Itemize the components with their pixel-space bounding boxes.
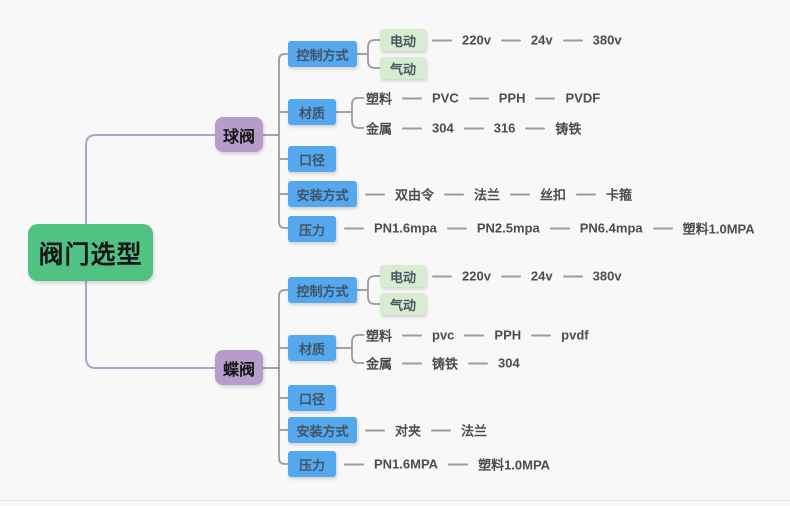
node-bf-pneumatic[interactable]: 气动 bbox=[380, 293, 426, 315]
node-ball-control-mode[interactable]: 控制方式 bbox=[288, 41, 357, 67]
node-bf-304[interactable]: 304 bbox=[498, 355, 520, 371]
node-bf-flange[interactable]: 法兰 bbox=[461, 423, 488, 439]
connector-dash bbox=[402, 362, 423, 364]
node-ball-304[interactable]: 304 bbox=[432, 120, 454, 136]
connector-dash bbox=[344, 463, 364, 465]
connector-dash bbox=[365, 429, 385, 431]
connector-dash bbox=[448, 463, 469, 465]
connector-dash bbox=[402, 334, 423, 336]
connector-dash bbox=[432, 39, 452, 41]
bf-pressure-chain: PN1.6MPA 塑料1.0MPA bbox=[340, 455, 550, 474]
connector-dash bbox=[444, 193, 465, 195]
connector-dash bbox=[402, 97, 423, 99]
node-ball-voltage-220v[interactable]: 220v bbox=[462, 32, 491, 48]
node-bf-electric[interactable]: 电动 bbox=[380, 265, 426, 287]
connector-dash bbox=[531, 334, 552, 336]
bf-voltage-chain: 220v 24v 380v bbox=[428, 269, 622, 284]
node-ball-plastic-10mpa[interactable]: 塑料1.0MPA bbox=[682, 221, 755, 237]
node-bf-install-mode[interactable]: 安装方式 bbox=[288, 417, 357, 443]
connector-dash bbox=[576, 193, 597, 195]
node-bf-metal[interactable]: 金属 bbox=[366, 356, 393, 372]
connector-dash bbox=[468, 362, 489, 364]
connector-dash bbox=[365, 193, 385, 195]
connector-dash bbox=[344, 227, 364, 229]
panel-edge bbox=[0, 500, 790, 501]
node-bf-pph[interactable]: PPH bbox=[494, 327, 522, 343]
node-bf-cast-iron[interactable]: 铸铁 bbox=[432, 356, 459, 372]
connector-dash bbox=[500, 39, 521, 41]
connector-dash bbox=[431, 429, 452, 431]
node-bf-diameter[interactable]: 口径 bbox=[288, 385, 336, 411]
node-ball-pneumatic[interactable]: 气动 bbox=[380, 57, 426, 79]
node-ball-valve[interactable]: 球阀 bbox=[215, 117, 263, 152]
node-ball-pvc[interactable]: PVC bbox=[432, 90, 459, 106]
ball-voltage-chain: 220v 24v 380v bbox=[428, 33, 622, 48]
node-ball-install-mode[interactable]: 安装方式 bbox=[288, 181, 357, 207]
connector-dash bbox=[446, 227, 467, 229]
node-ball-pph[interactable]: PPH bbox=[498, 90, 526, 106]
node-ball-voltage-24v[interactable]: 24v bbox=[530, 32, 553, 48]
node-ball-316[interactable]: 316 bbox=[493, 120, 516, 136]
node-bf-plastic[interactable]: 塑料 bbox=[366, 328, 393, 344]
connector-dash bbox=[500, 275, 521, 277]
node-ball-plastic[interactable]: 塑料 bbox=[366, 91, 393, 107]
node-bf-material[interactable]: 材质 bbox=[288, 335, 336, 361]
node-ball-union[interactable]: 双由令 bbox=[395, 187, 435, 203]
node-ball-cast-iron[interactable]: 铸铁 bbox=[555, 121, 582, 137]
node-ball-pn16[interactable]: PN1.6mpa bbox=[374, 220, 437, 236]
node-ball-thread[interactable]: 丝扣 bbox=[540, 187, 567, 203]
connector-dash bbox=[464, 334, 485, 336]
node-ball-pn25[interactable]: PN2.5mpa bbox=[476, 220, 540, 236]
node-bf-pn16[interactable]: PN1.6MPA bbox=[374, 456, 439, 472]
node-ball-pn64[interactable]: PN6.4mpa bbox=[579, 220, 643, 236]
node-bf-pvdf[interactable]: pvdf bbox=[561, 327, 589, 343]
node-ball-diameter[interactable]: 口径 bbox=[288, 146, 336, 172]
node-ball-clamp[interactable]: 卡箍 bbox=[606, 187, 633, 203]
node-bf-pressure[interactable]: 压力 bbox=[288, 451, 336, 477]
node-bf-pvc[interactable]: pvc bbox=[432, 327, 455, 343]
connector-dash bbox=[525, 127, 546, 129]
connector-dash bbox=[549, 227, 570, 229]
bf-plastic-chain: 塑料 pvc PPH pvdf bbox=[366, 326, 589, 345]
ball-pressure-chain: PN1.6mpa PN2.5mpa PN6.4mpa 塑料1.0MPA bbox=[340, 219, 755, 238]
node-bf-voltage-220v[interactable]: 220v bbox=[462, 268, 491, 284]
ball-metal-chain: 金属 304 316 铸铁 bbox=[366, 119, 581, 138]
node-root-valve-selection[interactable]: 阀门选型 bbox=[28, 224, 153, 281]
bf-install-chain: 对夹 法兰 bbox=[361, 421, 487, 440]
node-ball-pvdf[interactable]: PVDF bbox=[565, 90, 601, 106]
node-bf-control-mode[interactable]: 控制方式 bbox=[288, 277, 357, 303]
connector-dash bbox=[562, 39, 583, 41]
bf-metal-chain: 金属 铸铁 304 bbox=[366, 354, 520, 373]
node-bf-voltage-380v[interactable]: 380v bbox=[592, 268, 622, 284]
node-ball-electric[interactable]: 电动 bbox=[380, 29, 426, 51]
node-ball-voltage-380v[interactable]: 380v bbox=[592, 32, 622, 48]
node-ball-metal[interactable]: 金属 bbox=[366, 121, 393, 137]
connector-dash bbox=[468, 97, 489, 99]
ball-install-chain: 双由令 法兰 丝扣 卡箍 bbox=[361, 185, 632, 204]
node-ball-material[interactable]: 材质 bbox=[288, 99, 336, 125]
connector-dash bbox=[510, 193, 531, 195]
node-bf-wafer[interactable]: 对夹 bbox=[395, 423, 422, 439]
ball-plastic-chain: 塑料 PVC PPH PVDF bbox=[366, 89, 600, 108]
connector-dash bbox=[463, 127, 484, 129]
node-ball-flange[interactable]: 法兰 bbox=[474, 187, 501, 203]
connector-dash bbox=[432, 275, 452, 277]
connector-dash bbox=[402, 127, 423, 129]
node-bf-voltage-24v[interactable]: 24v bbox=[530, 268, 553, 284]
connector-dash bbox=[562, 275, 583, 277]
node-butterfly-valve[interactable]: 蝶阀 bbox=[215, 350, 263, 385]
node-bf-plastic-10mpa[interactable]: 塑料1.0MPA bbox=[478, 457, 551, 473]
connector-dash bbox=[535, 97, 556, 99]
connector-dash bbox=[652, 227, 673, 229]
node-ball-pressure[interactable]: 压力 bbox=[288, 216, 336, 242]
